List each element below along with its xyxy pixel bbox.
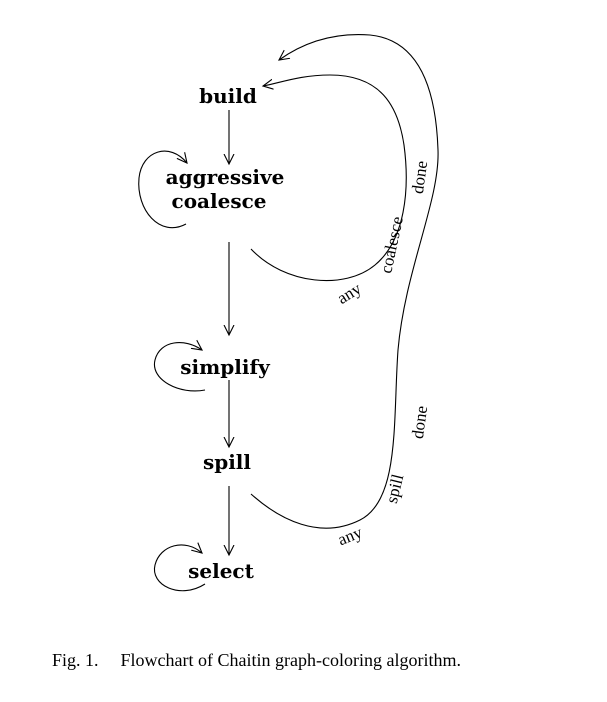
label-any-spill: any — [335, 522, 365, 549]
caption-text: Flowchart of Chaitin graph-coloring algo… — [120, 650, 461, 670]
node-aggressive: aggressive — [166, 165, 285, 189]
node-select: select — [188, 559, 254, 583]
edge-coalesce-to-build — [250, 74, 407, 282]
figure-caption: Fig. 1. Flowchart of Chaitin graph-colori… — [52, 650, 461, 671]
edge-spill-to-build — [250, 34, 439, 529]
label-done-lower: done — [408, 405, 431, 440]
label-coalesce-word: coalesce — [376, 215, 407, 275]
caption-number: Fig. 1. — [52, 650, 99, 670]
label-done-upper: done — [408, 160, 431, 195]
self-loop-simplify — [154, 343, 206, 392]
node-simplify: simplify — [180, 355, 271, 379]
node-build: build — [199, 84, 257, 108]
label-spill-word: spill — [382, 472, 408, 505]
self-loop-coalesce — [138, 150, 187, 229]
node-coalesce: coalesce — [172, 189, 267, 213]
label-any-coalesce: any — [334, 279, 365, 308]
self-loop-select — [153, 545, 206, 592]
node-spill: spill — [203, 450, 251, 474]
